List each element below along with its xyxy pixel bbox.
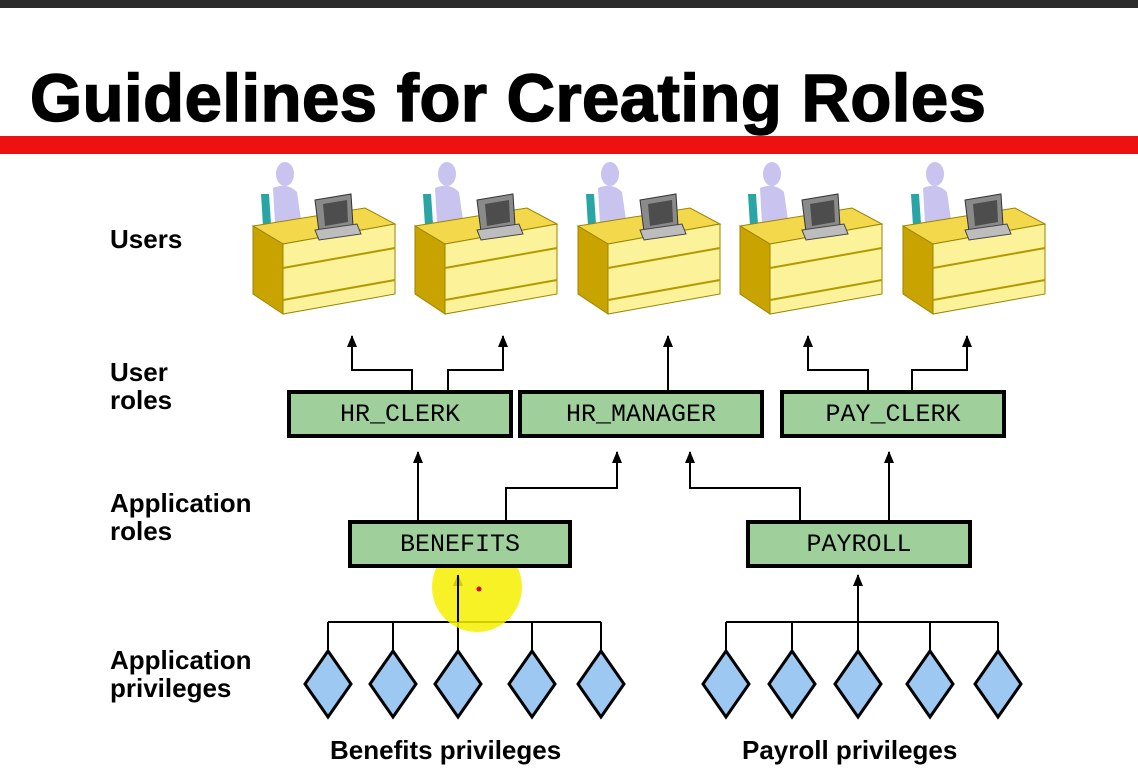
role-box-benefits: BENEFITS <box>348 520 572 568</box>
role-box-hr-manager: HR_MANAGER <box>518 390 764 438</box>
caption-payroll-privileges: Payroll privileges <box>742 735 958 765</box>
diamond-privilege-icon <box>576 649 626 719</box>
title-underline-bar <box>0 136 1138 154</box>
role-label-pay-clerk: PAY_CLERK <box>825 399 961 429</box>
diamond-privilege-icon <box>433 649 483 719</box>
user-at-workstation-icon <box>414 161 558 315</box>
diamond-privilege-icon <box>303 649 353 719</box>
role-label-benefits: BENEFITS <box>399 529 521 559</box>
level-label-application-roles: Application roles <box>110 488 252 546</box>
role-label-hr-manager: HR_MANAGER <box>565 399 717 429</box>
user-at-workstation-icon <box>739 161 883 315</box>
role-box-payroll: PAYROLL <box>746 520 972 568</box>
role-box-pay-clerk: PAY_CLERK <box>780 390 1006 438</box>
level-label-application-privileges: Application privileges <box>110 645 252 703</box>
level-label-user-roles: User roles <box>110 357 173 415</box>
page-title: Guidelines for Creating Roles <box>29 60 987 137</box>
diamond-privilege-icon <box>767 649 817 719</box>
user-at-workstation-icon <box>252 161 396 315</box>
diamond-privilege-icon <box>368 649 418 719</box>
diamond-privilege-icon <box>701 649 751 719</box>
diamond-privilege-icon <box>507 649 557 719</box>
role-label-payroll: PAYROLL <box>806 529 912 559</box>
diamond-privilege-icon <box>905 649 955 719</box>
caption-benefits-privileges: Benefits privileges <box>330 735 562 765</box>
user-at-workstation-icon <box>902 161 1046 315</box>
diamond-privilege-icon <box>973 649 1023 719</box>
role-box-hr-clerk: HR_CLERK <box>287 390 513 438</box>
user-at-workstation-icon <box>577 161 721 315</box>
role-label-hr-clerk: HR_CLERK <box>339 399 461 429</box>
level-label-users: Users <box>110 224 183 254</box>
diamond-privilege-icon <box>833 649 883 719</box>
slide: Guidelines for Creating Roles Users User… <box>0 8 1138 774</box>
